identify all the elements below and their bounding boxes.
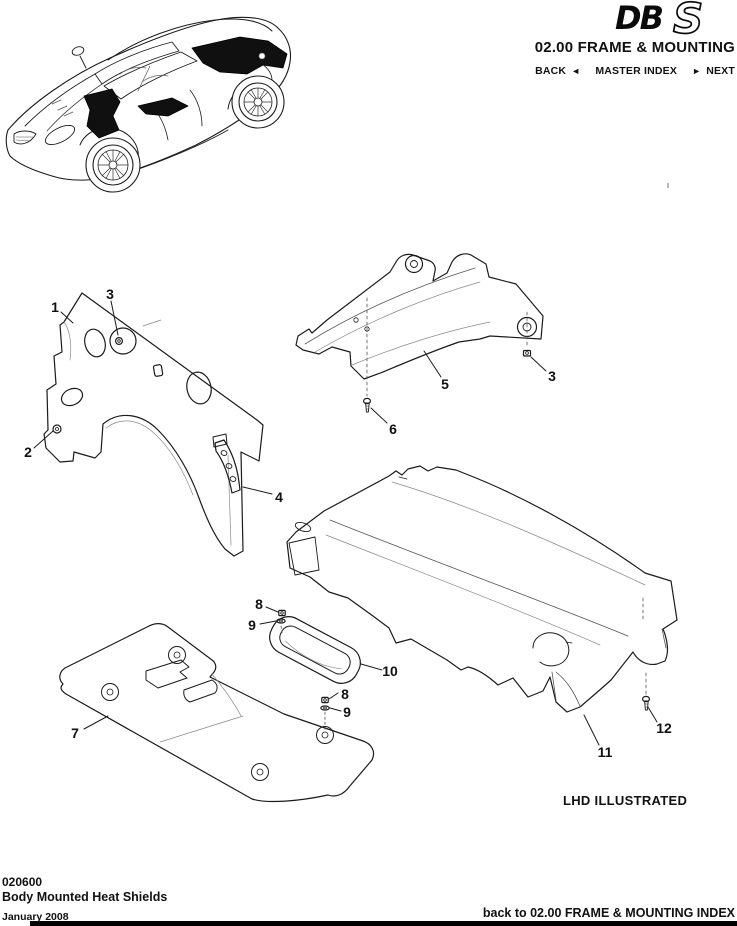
nav-next-label: NEXT xyxy=(706,65,735,77)
assembly-line-9a xyxy=(280,625,283,634)
fastener-9a-washer xyxy=(276,618,286,624)
callout-8a: 8 xyxy=(255,596,263,612)
part-10-oval-heat-shield xyxy=(269,616,361,684)
callout-11: 11 xyxy=(597,744,613,760)
fastener-2-grommet xyxy=(52,424,62,434)
car-overview-illustration xyxy=(5,16,292,193)
print-artifact xyxy=(667,183,669,188)
dbs-logo-graphic: DB S xyxy=(615,0,704,36)
callout-9a: 9 xyxy=(248,617,256,633)
callout-leader-lines xyxy=(33,300,658,746)
fastener-8a-nut xyxy=(278,609,286,617)
back-arrow-icon: ◄ xyxy=(571,66,581,76)
footer-bar xyxy=(30,921,737,926)
document-title: Body Mounted Heat Shields xyxy=(2,890,168,904)
logo-db-text: DB xyxy=(615,0,663,36)
back-to-index-link[interactable]: back to 02.00 FRAME & MOUNTING INDEX xyxy=(482,906,735,920)
part-7-floor-heat-shield xyxy=(59,623,375,803)
fastener-3b-nut xyxy=(522,349,532,357)
car-rear-wheel xyxy=(231,75,285,129)
callout-6: 6 xyxy=(389,421,397,437)
nav-master-index-label: MASTER INDEX xyxy=(595,65,678,77)
part-11-tunnel-heat-shield xyxy=(286,465,678,713)
callout-12: 12 xyxy=(656,720,672,736)
part-1-bulkhead-heat-shield xyxy=(43,292,264,557)
car-mirror xyxy=(71,46,85,56)
part-5-bracket-heat-shield xyxy=(295,253,544,380)
nav-master-index-button[interactable]: MASTER INDEX xyxy=(595,65,677,77)
next-arrow-icon: ► xyxy=(692,66,702,76)
fastener-3a-nut xyxy=(114,337,123,346)
header-nav: BACK ◄ MASTER INDEX ► NEXT xyxy=(535,65,735,77)
section-title: 02.00 FRAME & MOUNTING xyxy=(534,39,735,56)
callout-4: 4 xyxy=(275,489,283,505)
callout-9b: 9 xyxy=(343,704,351,720)
document-number: 020600 xyxy=(2,875,43,889)
fastener-9b-washer xyxy=(320,705,330,711)
nav-back-button[interactable]: BACK ◄ xyxy=(535,65,580,77)
car-heat-shield-highlights xyxy=(83,36,288,139)
car-front-wheel xyxy=(85,137,141,193)
dbs-logo: DB S xyxy=(615,0,737,36)
lhd-illustrated-note: LHD ILLUSTRATED xyxy=(563,793,688,808)
document-date: January 2008 xyxy=(2,911,69,923)
callout-8b: 8 xyxy=(341,686,349,702)
nav-next-button[interactable]: ► NEXT xyxy=(692,65,735,77)
fastener-8b-nut xyxy=(321,696,329,704)
callout-3a: 3 xyxy=(106,286,114,302)
part-4-mounting-strip xyxy=(212,433,241,494)
fastener-6-screw xyxy=(363,397,372,413)
callout-1: 1 xyxy=(51,299,59,315)
callout-5: 5 xyxy=(441,376,449,392)
callout-3b: 3 xyxy=(548,368,556,384)
nav-back-label: BACK xyxy=(535,65,567,77)
callout-10: 10 xyxy=(382,663,398,679)
logo-s-text: S xyxy=(673,0,703,36)
callout-2: 2 xyxy=(24,444,32,460)
callout-7: 7 xyxy=(71,725,79,741)
fastener-12-screw xyxy=(641,695,650,711)
